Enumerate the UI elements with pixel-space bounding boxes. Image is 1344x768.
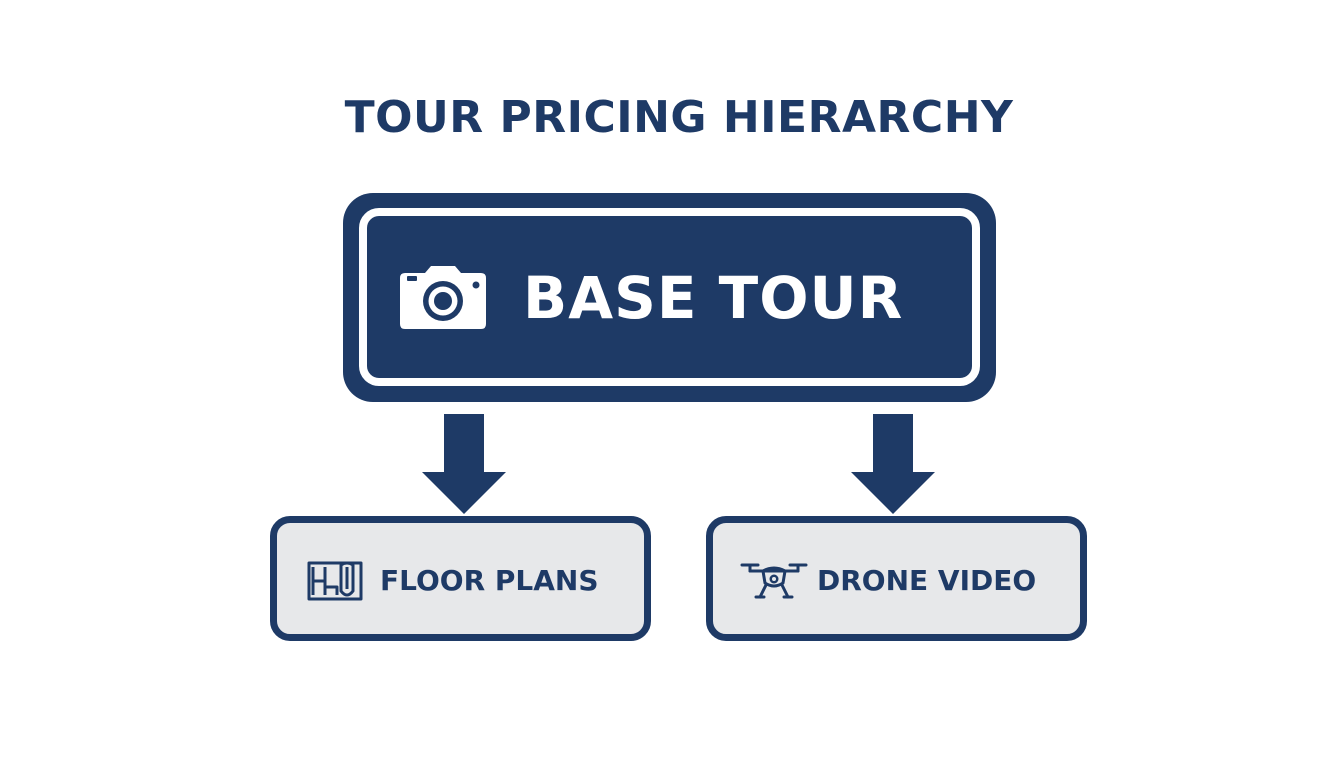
drone-video-label: DRONE VIDEO (817, 564, 1037, 597)
arrow-to-drone-video (851, 414, 935, 514)
floor-plans-label: FLOOR PLANS (380, 564, 599, 597)
drone-video-node: DRONE VIDEO (706, 516, 1087, 641)
arrow-to-floor-plans (422, 414, 506, 514)
base-tour-inner-border (359, 208, 980, 386)
base-tour-node: BASE TOUR (343, 193, 996, 402)
floor-plans-node: FLOOR PLANS (270, 516, 651, 641)
base-tour-label: BASE TOUR (523, 264, 904, 332)
floor-plan-icon (307, 561, 363, 601)
drone-icon (740, 563, 808, 599)
camera-icon (400, 266, 486, 329)
diagram-title: TOUR PRICING HIERARCHY (344, 92, 1014, 143)
